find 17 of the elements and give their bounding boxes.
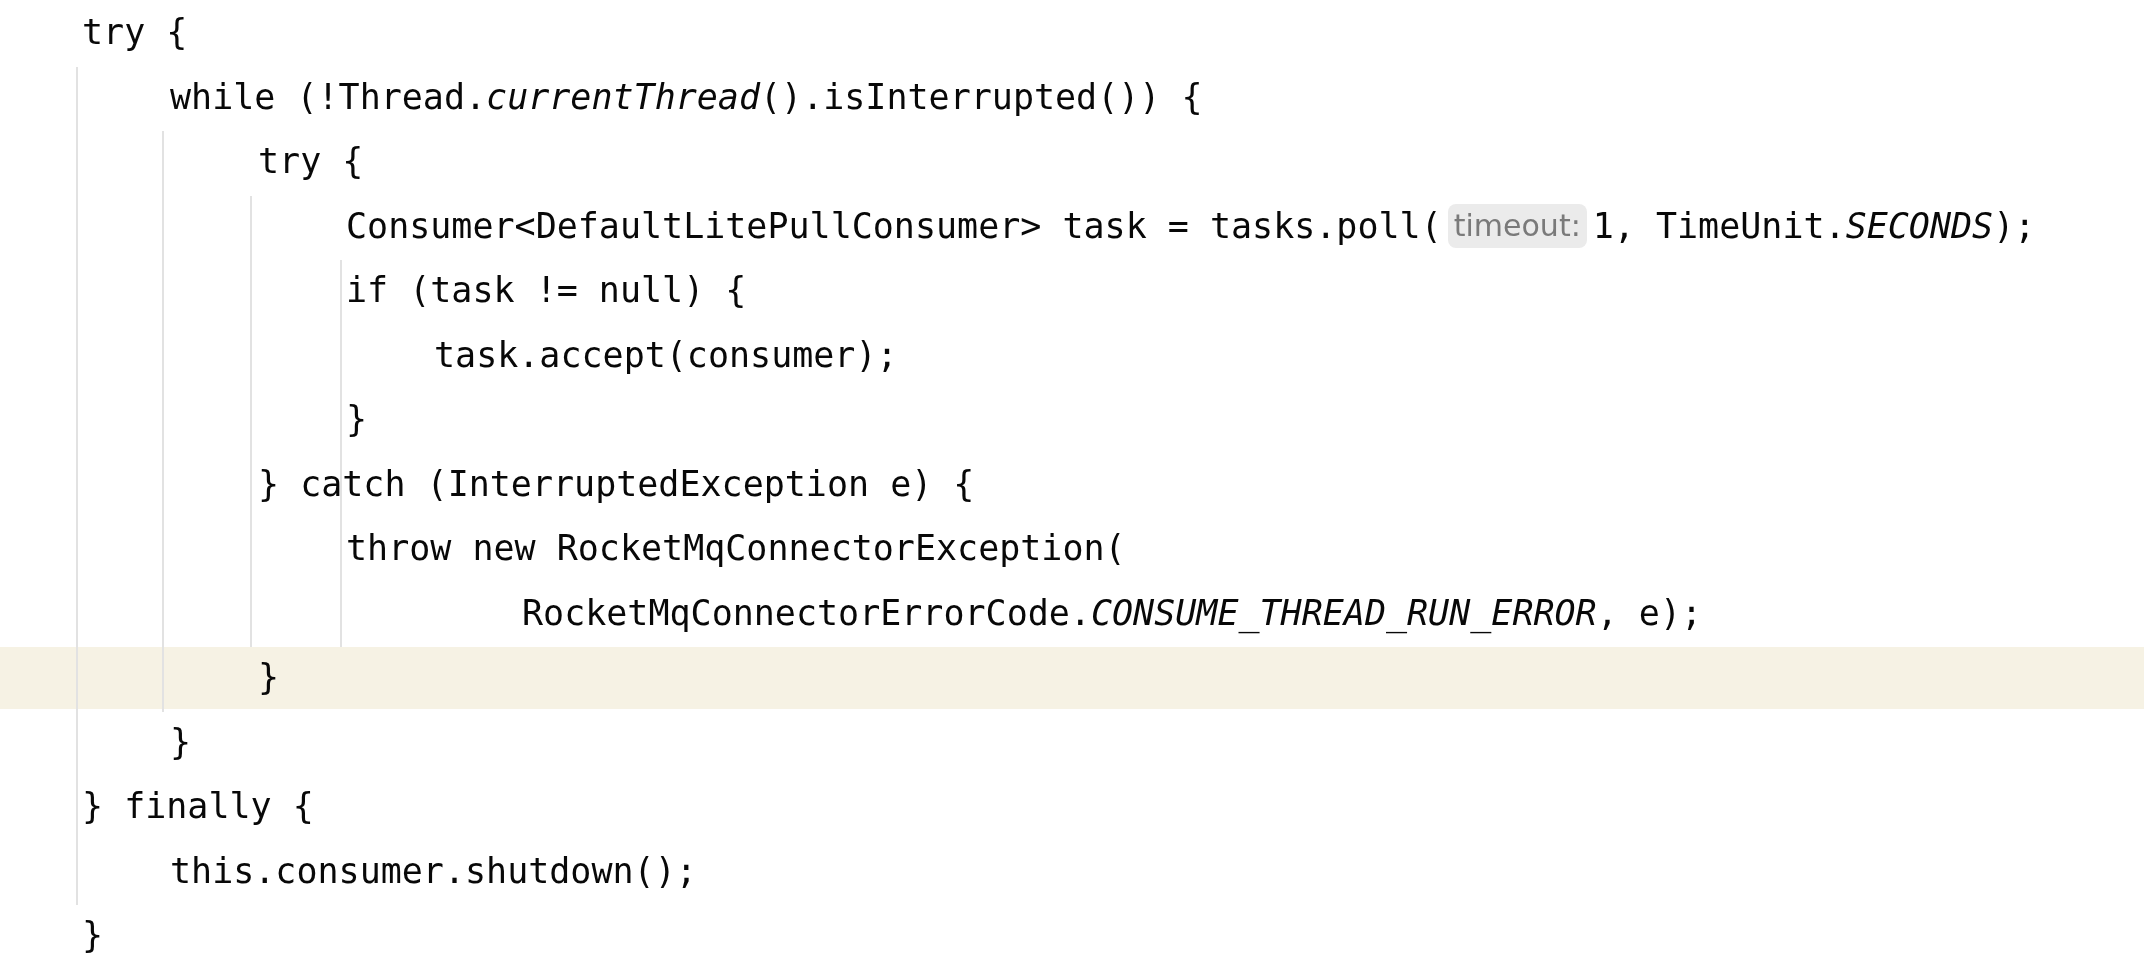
- code-line: RocketMqConnectorErrorCode.CONSUME_THREAD_RUN_ERROR, e);: [522, 591, 1703, 635]
- code-line: task.accept(consumer);: [434, 333, 898, 377]
- code-line: try {: [82, 11, 188, 54]
- code-line: }: [346, 398, 368, 441]
- code-line: }: [82, 914, 104, 957]
- parameter-hint: timeout:: [1447, 203, 1587, 248]
- code-line: 1, TimeUnit.SECONDS);: [1592, 204, 2036, 248]
- code-line: while (!Thread.currentThread().isInterrupted()) {: [170, 75, 1203, 119]
- code-line: try {: [258, 140, 364, 183]
- code-line: }: [170, 720, 192, 764]
- code-line: } finally {: [82, 785, 314, 828]
- code-line: if (task != null) {: [346, 269, 747, 312]
- code-line: } catch (InterruptedException e) {: [258, 462, 975, 506]
- code-line: }: [258, 656, 280, 699]
- code-line: Consumer<DefaultLitePullConsumer> task = tasks.poll(: [346, 204, 1442, 248]
- code-line: this.consumer.shutdown();: [170, 849, 697, 893]
- code-line: throw new RocketMqConnectorException(: [346, 527, 1126, 570]
